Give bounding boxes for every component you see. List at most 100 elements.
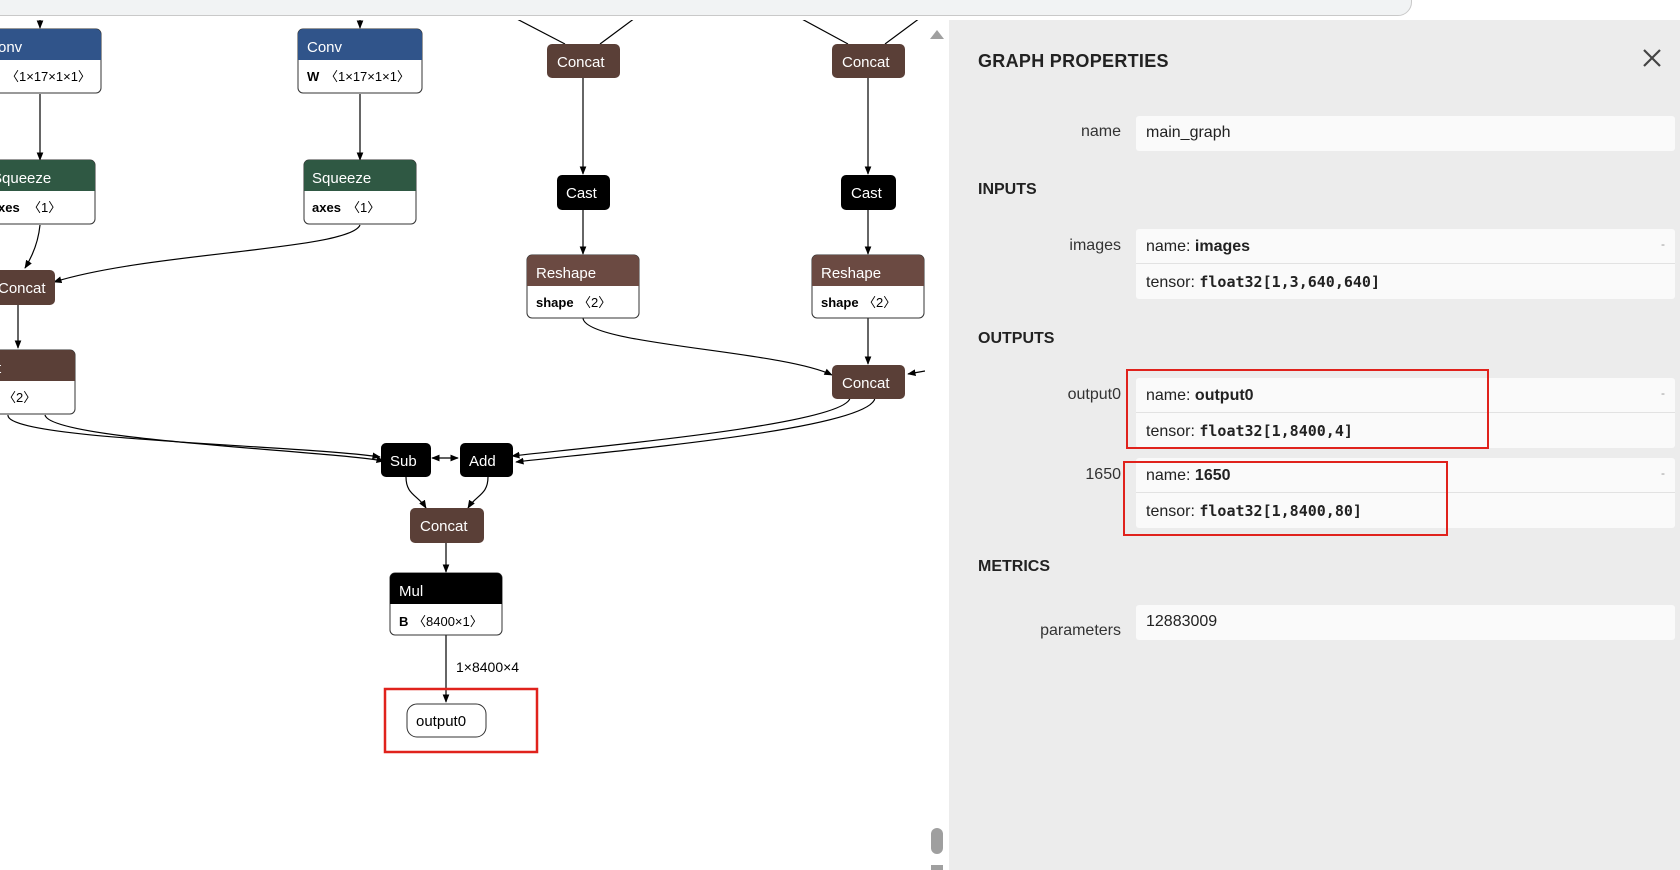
node-title: Cast (851, 185, 883, 202)
node-title: Reshape (536, 265, 596, 282)
output-tensor-line: tensor: float32[1,8400,4] (1146, 422, 1353, 441)
node-attr: 〈1×17×1×1〉 (325, 69, 410, 84)
input-images[interactable]: name: images - tensor: float32[1,3,640,6… (1136, 229, 1675, 299)
panel-title: GRAPH PROPERTIES (978, 51, 1169, 71)
node-concat-left[interactable]: Concat (0, 270, 55, 305)
input-name-line: name: images (1146, 238, 1250, 256)
node-reshape-left[interactable]: t 〈2〉 (0, 349, 76, 415)
node-squeeze-left[interactable]: Squeeze xes 〈1〉 (0, 159, 96, 225)
node-attr: 〈2〉 (3, 390, 36, 405)
node-title: Add (469, 453, 496, 470)
output-name: output0 (1194, 387, 1254, 404)
divider (1136, 412, 1675, 413)
node-conv-left[interactable]: onv 〈1×17×1×1〉 (0, 28, 102, 94)
node-title: t (0, 360, 2, 377)
input-tensor-line: tensor: float32[1,3,640,640] (1146, 273, 1380, 292)
node-reshape-2[interactable]: Reshape shape 〈2〉 (811, 254, 925, 319)
output-tensor: float32[1,8400,4] (1199, 422, 1353, 440)
graph-svg[interactable]: 1×8400×4 onv 〈1×17×1×1〉 Conv W 〈1×17×1×1… (0, 20, 925, 870)
node-sub[interactable]: Sub (381, 443, 431, 477)
highlight-box (1123, 461, 1448, 536)
graph-name-field[interactable]: main_graph (1136, 116, 1675, 151)
node-title: Reshape (821, 265, 881, 282)
node-title: output0 (416, 713, 466, 730)
output-output0[interactable]: name: output0 - tensor: float32[1,8400,4… (1136, 378, 1675, 448)
highlight-box (1126, 369, 1489, 449)
node-title: Concat (557, 54, 605, 71)
graph-edges (7, 20, 925, 703)
scroll-up-arrow-icon[interactable] (930, 30, 944, 39)
graph-name-value: main_graph (1146, 124, 1231, 141)
node-title: Concat (842, 375, 890, 392)
node-attr: 〈1〉 (28, 200, 61, 215)
scroll-thumb[interactable] (931, 828, 943, 854)
node-title: Concat (420, 518, 468, 535)
node-attr-name: shape (536, 295, 574, 310)
node-title: Cast (566, 185, 598, 202)
output-name: 1650 (1194, 467, 1231, 484)
node-attr-name: shape (821, 295, 859, 310)
input-label: images (1069, 237, 1121, 254)
metrics-heading: METRICS (978, 558, 1050, 575)
node-cast-1[interactable]: Cast (557, 175, 610, 210)
output-label: output0 (1067, 386, 1121, 403)
node-attr: 〈1〉 (347, 200, 380, 215)
tensor-prefix: tensor: (1146, 503, 1200, 520)
node-title: Conv (307, 39, 343, 56)
expand-toggle[interactable]: - (1661, 386, 1665, 400)
node-title: Concat (0, 280, 46, 297)
node-mul[interactable]: Mul B 〈8400×1〉 (389, 572, 503, 636)
node-concat-top-1[interactable]: Concat (547, 44, 620, 78)
node-reshape-1[interactable]: Reshape shape 〈2〉 (526, 254, 640, 319)
browser-top-bar (0, 0, 1680, 20)
node-cast-2[interactable]: Cast (841, 175, 896, 210)
node-concat-top-2[interactable]: Concat (832, 44, 905, 78)
node-attr: 〈2〉 (578, 295, 611, 310)
graph-canvas[interactable]: 1×8400×4 onv 〈1×17×1×1〉 Conv W 〈1×17×1×1… (0, 20, 925, 870)
tensor-prefix: tensor: (1146, 274, 1200, 291)
node-title: Concat (842, 54, 890, 71)
node-attr: 〈2〉 (863, 295, 896, 310)
scroll-down-arrow-icon[interactable] (931, 865, 943, 870)
outputs-heading: OUTPUTS (978, 330, 1055, 347)
node-title: Sub (390, 453, 417, 470)
node-attr: 〈1×17×1×1〉 (6, 69, 91, 84)
node-concat-right[interactable]: Concat (832, 365, 905, 399)
address-bar[interactable] (0, 0, 1412, 16)
expand-toggle[interactable]: - (1661, 466, 1665, 480)
close-icon[interactable] (1641, 47, 1663, 69)
node-attr-name: axes (312, 200, 341, 215)
divider (1136, 263, 1675, 264)
output-tensor: float32[1,8400,80] (1199, 502, 1362, 520)
output-1650[interactable]: name: 1650 - tensor: float32[1,8400,80] (1136, 458, 1675, 528)
node-attr-name: B (399, 614, 408, 629)
output-label: 1650 (1085, 466, 1121, 483)
node-attr: 〈8400×1〉 (413, 614, 483, 629)
output-name-line: name: 1650 (1146, 467, 1231, 485)
input-name: images (1194, 238, 1251, 255)
graph-scrollbar[interactable] (925, 20, 949, 870)
node-title: Squeeze (0, 170, 51, 187)
expand-toggle[interactable]: - (1661, 237, 1665, 251)
graph-properties-panel: GRAPH PROPERTIES name main_graph INPUTS … (949, 20, 1680, 870)
node-attr-name: W (307, 69, 320, 84)
divider (1136, 492, 1675, 493)
node-add[interactable]: Add (460, 443, 513, 477)
highlight-box (383, 687, 539, 754)
edge-label: 1×8400×4 (456, 659, 519, 675)
node-output0[interactable]: output0 (406, 703, 487, 738)
node-squeeze[interactable]: Squeeze axes 〈1〉 (303, 159, 417, 225)
parameters-field[interactable]: 12883009 (1136, 605, 1675, 640)
name-prefix: name: (1146, 467, 1195, 484)
output-tensor-line: tensor: float32[1,8400,80] (1146, 502, 1362, 521)
inputs-heading: INPUTS (978, 181, 1037, 198)
name-prefix: name: (1146, 387, 1195, 404)
node-concat-bottom[interactable]: Concat (410, 508, 484, 543)
node-attr-name: xes (0, 200, 20, 215)
input-tensor: float32[1,3,640,640] (1199, 273, 1380, 291)
output-name-line: name: output0 (1146, 387, 1254, 405)
parameters-label: parameters (1040, 622, 1121, 639)
parameters-value: 12883009 (1146, 613, 1218, 630)
node-conv[interactable]: Conv W 〈1×17×1×1〉 (297, 28, 423, 94)
name-prefix: name: (1146, 238, 1195, 255)
